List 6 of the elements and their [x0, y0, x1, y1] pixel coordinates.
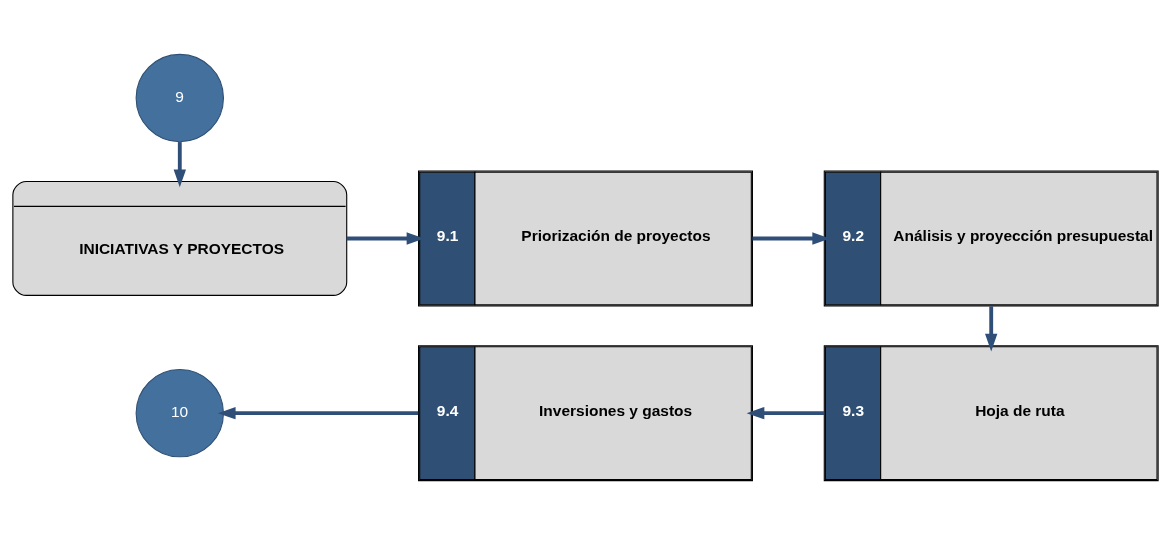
- node-circle: 10: [135, 368, 224, 458]
- arrow: [217, 406, 419, 420]
- arrow: [985, 306, 998, 352]
- arrow: [173, 142, 186, 188]
- arrow: [746, 406, 825, 420]
- node-circle: 9: [135, 53, 224, 143]
